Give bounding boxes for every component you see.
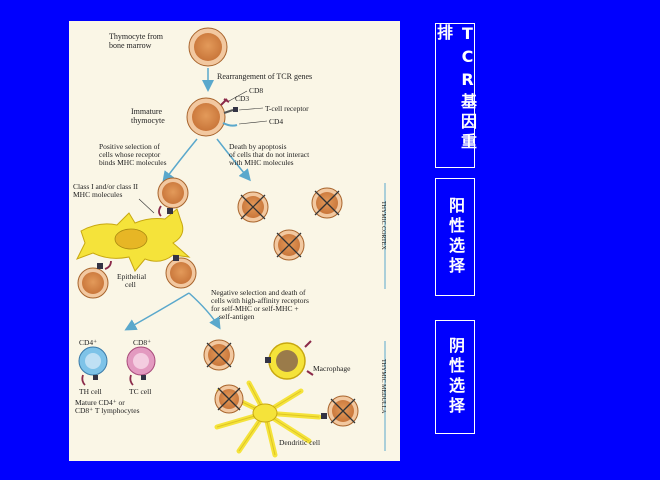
label-immature-thymocyte: Immature thymocyte (131, 107, 165, 125)
macrophage-cell (265, 340, 314, 380)
apoptotic-cell-3 (273, 229, 305, 261)
thymocyte-bound-1 (157, 177, 189, 217)
label-epithelial-cell: Epithelial cell (117, 272, 148, 289)
label-positive-selection: Positive selection of cells whose recept… (99, 142, 167, 167)
apoptotic-cell-2 (311, 187, 343, 219)
thymocyte-bound-3 (77, 260, 112, 299)
immature-thymocyte (186, 97, 238, 137)
panel-positive-selection: 阳性选择 (435, 178, 475, 296)
label-thymic-medulla: THYMIC MEDULLA (380, 359, 386, 414)
apoptotic-cell-6 (321, 395, 359, 427)
thymic-selection-figure: Thymocyte from bone marrow Rearrangement… (69, 21, 400, 461)
panel-negative-selection: 阴性选择 (435, 320, 475, 434)
label-cd3: CD3 (235, 94, 249, 103)
apoptotic-cell-5 (214, 384, 244, 414)
arrow-to-mature (124, 292, 190, 331)
arrow-apoptosis (216, 138, 251, 182)
arrow-to-negative (188, 292, 221, 330)
label-cd8-plus: CD8⁺ (133, 338, 151, 347)
panel-tcr-rearrangement: TCR基因重排 (434, 23, 477, 168)
label-cd4: CD4 (269, 117, 283, 126)
label-thymocyte-bone-marrow: Thymocyte from bone marrow (109, 32, 165, 50)
label-negative-selection: Negative selection and death of cells wi… (211, 288, 311, 321)
label-cd4-plus: CD4⁺ (79, 338, 97, 347)
cd4-mature-cell (78, 346, 108, 386)
panel-tcr-text: TCR基因重排 (434, 24, 477, 153)
label-class-mhc: Class I and/or class II MHC molecules (73, 182, 140, 199)
label-cd8: CD8 (249, 86, 263, 95)
apoptotic-cell-1 (237, 191, 269, 223)
label-macrophage: Macrophage (313, 364, 351, 373)
label-tc-cell: TC cell (129, 387, 151, 396)
label-t-cell-receptor: T-cell receptor (265, 104, 309, 113)
label-thymic-cortex: THYMIC CORTEX (380, 201, 386, 250)
epithelial-cell (75, 208, 191, 272)
label-th-cell: TH cell (79, 387, 102, 396)
label-mature-thymocytes: Mature CD4⁺ or CD8⁺ T lymphocytes (75, 398, 140, 415)
label-death-by-apoptosis: Death by apoptosis of cells that do not … (229, 142, 311, 167)
thymocyte-bone-marrow (188, 27, 228, 67)
panel-negative-text: 阴性选择 (446, 337, 465, 417)
apoptotic-cell-4 (203, 339, 235, 371)
panel-positive-text: 阳性选择 (446, 197, 465, 277)
label-rearrangement: Rearrangement of TCR genes (217, 72, 312, 81)
label-dendritic-cell: Dendritic cell (279, 438, 320, 447)
arrow-positive (162, 138, 198, 184)
thymocyte-bound-2 (165, 255, 197, 289)
cd8-mature-cell (126, 346, 156, 386)
